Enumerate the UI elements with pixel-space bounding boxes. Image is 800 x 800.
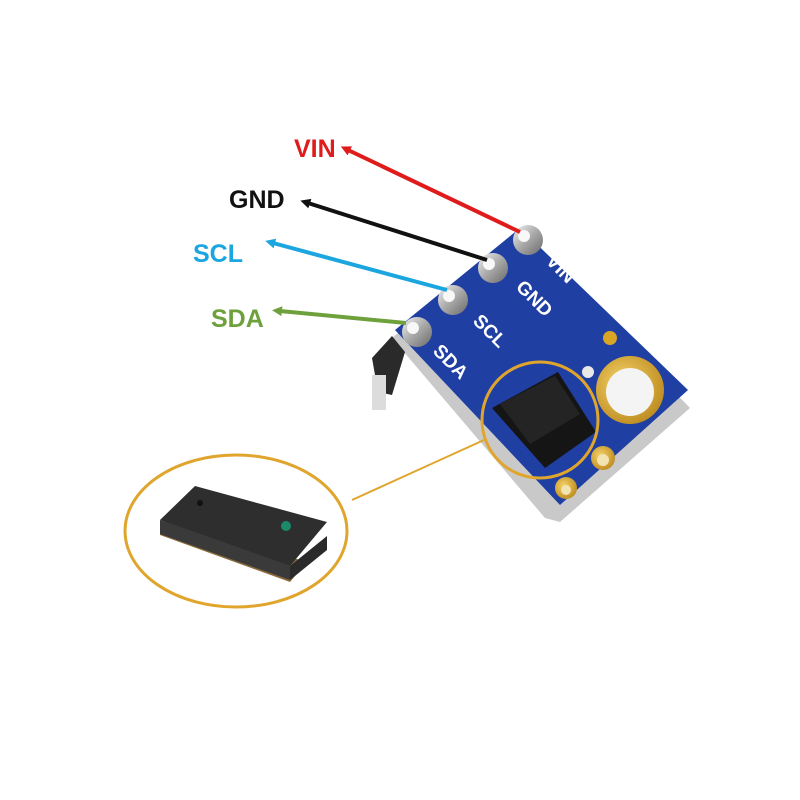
scl-arrow [265, 238, 448, 292]
vin-label: VIN [294, 135, 336, 163]
chip-side-right [290, 536, 327, 580]
scl-label: SCL [193, 240, 243, 268]
pin-vin [513, 225, 543, 255]
sensor-board: VIN GND SCL SDA [372, 225, 690, 522]
mounting-hole [606, 368, 654, 416]
pin-scl [438, 285, 468, 315]
pad-2-hole [597, 454, 609, 466]
pad-1 [603, 331, 617, 345]
sda-label: SDA [211, 305, 264, 333]
callout-circle-small [480, 360, 600, 480]
chip-sensor-window [281, 521, 291, 531]
board-sensor-chip-top [500, 376, 580, 444]
pcb [395, 228, 688, 505]
header-leg [372, 375, 386, 410]
gnd-label: GND [229, 186, 285, 214]
gnd-arrow [300, 198, 488, 262]
callout-connector-line [351, 439, 485, 501]
pad-3-hole [561, 485, 571, 495]
vin-arrow [340, 146, 521, 234]
chip-side [160, 520, 290, 580]
chip-top [160, 486, 327, 566]
sda-arrow [272, 306, 407, 325]
chip-marker-dot [197, 500, 203, 506]
magnified-sensor-chip [160, 486, 327, 582]
pad-4 [582, 366, 594, 378]
pin-sda [402, 317, 432, 347]
